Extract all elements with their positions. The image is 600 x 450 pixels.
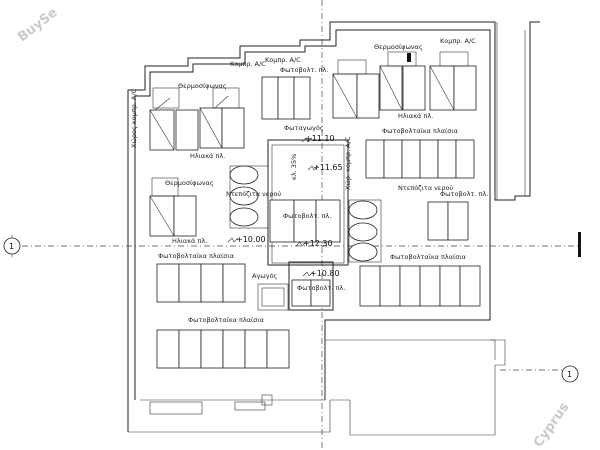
label-fotovolt-top: Φωτοβολτ. πλ.	[280, 66, 328, 74]
label-iliaka-2: Ηλιακά πλ.	[398, 112, 433, 120]
watermark-bottom-right: Cyprus	[531, 400, 573, 450]
label-fotovoltaika-bottom: Φωτοβολταϊκα πλαίσια	[188, 316, 264, 324]
opening-bottom-mid	[234, 401, 266, 411]
level-mark-1	[301, 137, 313, 143]
label-fotovolt-small: Φωτοβολτ. πλ.	[297, 284, 345, 292]
label-komp-ac-left: Κομπρ. A/C	[230, 60, 266, 68]
solar-panels-top-left	[149, 87, 245, 151]
pv-panels-center	[269, 199, 341, 243]
label-thermosifonas-topright: Θερμοσίφωνας	[374, 43, 423, 51]
level-4: +12.30	[303, 239, 333, 248]
solar-panels-left	[149, 177, 197, 237]
pv-panels-right-small	[427, 201, 469, 241]
label-ntepozita-left-1: Ντεπόζιτα νερού	[226, 190, 281, 198]
level-mark-3	[227, 237, 239, 243]
label-fotagogos: Φωταγωγός	[284, 124, 324, 132]
label-ntepozita-right: Ντεπόζιτα νερού	[398, 184, 453, 192]
level-1: +11.10	[305, 134, 335, 143]
building-outline	[127, 21, 540, 432]
axis-end-mark	[578, 232, 581, 257]
duct-inner	[261, 287, 285, 307]
watermark-top-left: BuySe	[15, 5, 60, 45]
level-5: +10.80	[310, 269, 340, 278]
label-slope: κλ. 35%	[290, 154, 298, 180]
solar-panels-top-right	[332, 51, 477, 119]
axis-marker-right-label: 1	[567, 370, 572, 379]
water-tanks-right	[348, 199, 382, 263]
pv-panels-bottom	[156, 329, 290, 369]
building-outline-lower	[128, 339, 506, 436]
column	[261, 394, 273, 406]
pv-panels-small	[291, 279, 331, 307]
label-agogos: Αγωγός	[252, 272, 278, 280]
pv-panels-lower-left	[156, 263, 246, 303]
small-pv-bay	[288, 261, 334, 311]
label-fotovolt-right: Φωτοβολτ. πλ.	[440, 190, 488, 198]
axis-marker-left	[3, 237, 21, 255]
level-3: +10.00	[236, 235, 266, 244]
water-tanks-left	[229, 165, 269, 229]
duct	[257, 283, 289, 311]
label-choros-komp-ac-left: Χώρος κομπρ. A/C	[130, 88, 138, 148]
label-fotovoltaika-right: Φωτοβολταϊκα πλαίσια	[390, 253, 466, 261]
level-2: +11.65	[313, 163, 343, 172]
pv-panels-top-center	[261, 76, 311, 120]
pv-panels-lower-right	[359, 265, 481, 307]
label-iliaka-1: Ηλιακά πλ.	[190, 152, 225, 160]
label-fotovolt-center: Φωτοβολτ. πλ.	[283, 212, 331, 220]
label-thermosifonas-left2: Θερμοσίφωνας	[165, 179, 214, 187]
building-outline-lower-inner	[140, 339, 496, 401]
opening-bottom-left	[149, 401, 203, 415]
label-iliaka-3: Ηλιακά πλ.	[172, 237, 207, 245]
label-thermosifonas-top: Θερμοσίφωνας	[178, 82, 227, 90]
level-mark-4	[295, 241, 307, 247]
pv-panels-mid-right	[365, 139, 475, 179]
label-komp-ac-topright: Κομπρ. A/C	[440, 37, 476, 45]
label-fotovoltaika-left: Φωτοβολταϊκα πλαίσια	[158, 252, 234, 260]
label-choros-komp-ac-mid: Χώρ. κομπρ. A/C	[344, 136, 352, 190]
axis-marker-right	[561, 365, 579, 383]
label-komp-ac-top: Κομπρ. A/C	[265, 56, 301, 64]
level-mark-5	[302, 271, 314, 277]
building-outline-inner	[134, 29, 491, 400]
axis-marker-left-label: 1	[9, 242, 14, 251]
level-mark-2	[307, 165, 319, 171]
label-fotovoltaika-mid: Φωτοβολταϊκα πλαίσια	[382, 127, 458, 135]
